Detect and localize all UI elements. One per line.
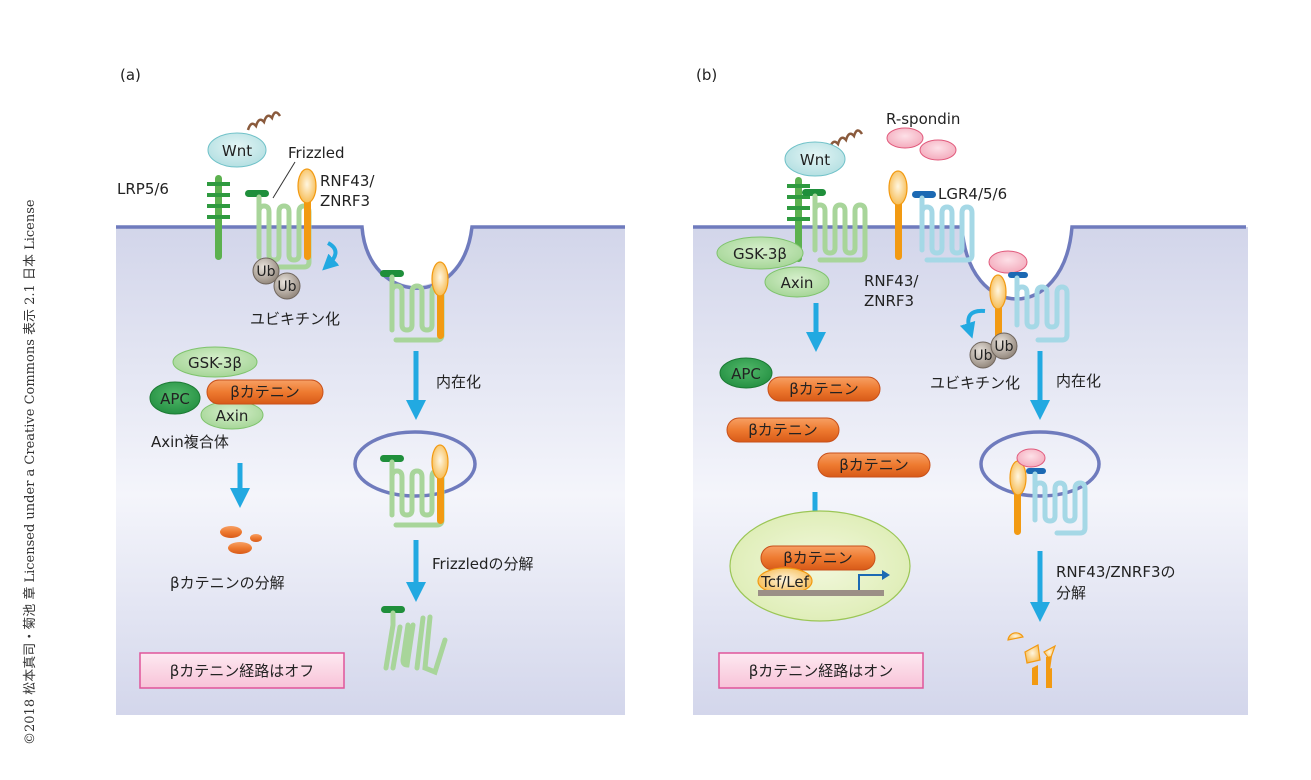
rspondin-ligand-b [886, 127, 957, 161]
copyright-credit: ©2018 松本真司・菊池 章 Licensed under a Creativ… [22, 199, 38, 745]
ub-label-b2: Ub [994, 339, 1013, 355]
rnf43-a: RNF43/ ZNRF3 [297, 168, 375, 260]
wnt-lipid-icon-b [828, 129, 864, 149]
rnf-degradation-label-line1-b: RNF43/ZNRF3の [1056, 563, 1176, 581]
frizzled-label-a: Frizzled [288, 144, 345, 162]
degraded-rnf43-icon [1007, 632, 1057, 688]
beta-catenin-b3: βカテニン [817, 452, 931, 478]
beta-catenin-label-nucleus: βカテニン [783, 549, 853, 567]
pathway-status-label-a: βカテニン経路はオフ [170, 662, 315, 680]
apc-label-b: APC [731, 365, 761, 383]
degraded-beta-catenin-icon [220, 526, 262, 554]
beta-catenin-label-b1: βカテニン [789, 380, 859, 398]
frizzled-receptor-a: Frizzled [245, 144, 345, 270]
ub-label-b1: Ub [973, 348, 992, 364]
internalization-label-a: 内在化 [436, 373, 481, 391]
endosome-b [979, 430, 1101, 498]
panel-b: (b) R-spondin Wnt [693, 66, 1248, 715]
ubiquitination-arrow-b [959, 308, 986, 339]
pit-complex-a [380, 261, 449, 343]
beta-catenin-label-a: βカテニン [230, 383, 300, 401]
ubiquitination-arrow-a [322, 241, 340, 271]
wnt-lipid-icon [246, 111, 282, 131]
axin-complex-a: GSK-3β APC Axin βカテニン [149, 346, 324, 430]
panel-a: (a) Wnt LRP5/6 Frizzled [116, 66, 625, 715]
ubiquitination-label-b: ユビキチン化 [930, 374, 1020, 392]
lgr-label-b: LGR4/5/6 [938, 185, 1007, 203]
apc-b: APC [719, 357, 773, 389]
beta-degradation-label-a: βカテニンの分解 [170, 574, 285, 592]
wnt-label-a: Wnt [222, 142, 252, 160]
wnt-ligand-a: Wnt [207, 111, 282, 168]
panel-a-label: (a) [120, 66, 141, 84]
endosome-complex-a [380, 444, 449, 528]
apc-label-a: APC [160, 390, 190, 408]
endosome-a [353, 430, 477, 498]
lrp-frizzled-b [787, 177, 868, 263]
gsk-label-b: GSK-3β [733, 245, 787, 263]
gsk-label-a: GSK-3β [188, 354, 242, 372]
ubiquitination-label-a: ユビキチン化 [250, 310, 340, 328]
wnt-label-b: Wnt [800, 151, 830, 169]
ub-label-a2: Ub [277, 279, 296, 295]
rnf-degradation-label-line2-b: 分解 [1056, 584, 1086, 602]
internalization-label-b: 内在化 [1056, 372, 1101, 390]
rnf43-label-line1-b: RNF43/ [864, 272, 919, 290]
rspondin-label-b: R-spondin [886, 110, 960, 128]
axin-label-a: Axin [216, 407, 249, 425]
pathway-status-box-a: βカテニン経路はオフ [139, 652, 345, 689]
endosome-complex-b [1009, 448, 1088, 536]
credit-text: ©2018 松本真司・菊池 章 Licensed under a Creativ… [22, 199, 38, 745]
beta-catenin-b1: βカテニン [767, 376, 881, 402]
degraded-frizzled-icon [381, 606, 448, 676]
ubiquitin-a: Ub Ub [252, 257, 301, 300]
lrp-receptor-a: LRP5/6 [117, 175, 230, 260]
beta-catenin-b2: βカテニン [726, 417, 840, 443]
lrp-label-a: LRP5/6 [117, 180, 169, 198]
axin-label-b: Axin [781, 274, 814, 292]
cytoplasm-b [693, 227, 1248, 715]
rnf43-label-line1-a: RNF43/ [320, 172, 375, 190]
cytoplasm-a [116, 227, 625, 715]
gsk-axin-b: GSK-3β Axin [716, 236, 830, 298]
rnf43-label-line2-b: ZNRF3 [864, 292, 914, 310]
wnt-ligand-b: Wnt [784, 129, 864, 177]
pathway-status-label-b: βカテニン経路はオン [749, 662, 894, 680]
pit-complex-b [988, 250, 1070, 345]
frizzled-degradation-label-a: Frizzledの分解 [432, 555, 534, 573]
panel-b-label: (b) [696, 66, 717, 84]
tcf-label-b: Tcf/Lef [760, 573, 810, 591]
rnf43-label-line2-a: ZNRF3 [320, 192, 370, 210]
beta-catenin-label-b2: βカテニン [748, 421, 818, 439]
ubiquitin-b: Ub Ub [969, 332, 1018, 369]
nucleus-b: βカテニン Tcf/Lef [729, 510, 911, 622]
axin-complex-label-a: Axin複合体 [151, 433, 229, 451]
ub-label-a1: Ub [256, 264, 275, 280]
beta-catenin-label-b3: βカテニン [839, 456, 909, 474]
pathway-status-box-b: βカテニン経路はオン [718, 652, 924, 689]
rnf43-lgr-membrane-b: LGR4/5/6 [888, 170, 1007, 263]
transcription-start-icon [858, 574, 884, 590]
